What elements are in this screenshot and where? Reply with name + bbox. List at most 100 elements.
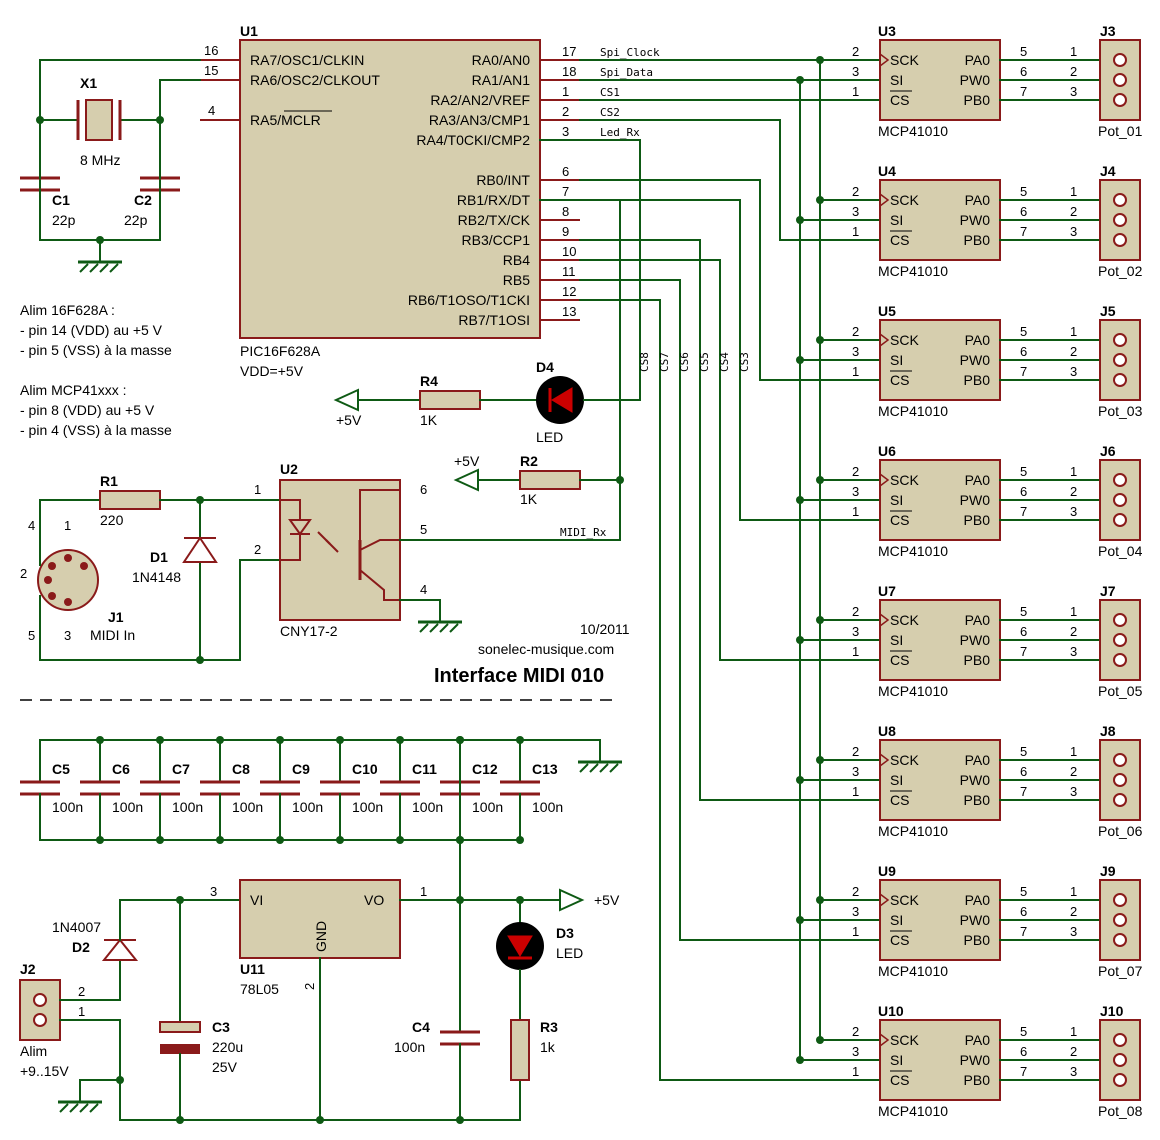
u11-ref: U11 bbox=[240, 961, 265, 977]
mcp-pin-pa0: PA0 bbox=[965, 472, 991, 488]
pot-connector-ref: J4 bbox=[1100, 163, 1116, 179]
mcp-pin-pa0: PA0 bbox=[965, 52, 991, 68]
net-midi-rx: MIDI_Rx bbox=[560, 526, 607, 539]
pot-pin-num: 3 bbox=[1070, 1064, 1077, 1079]
mcp-part: MCP41010 bbox=[878, 963, 948, 979]
mcp-pin-num: 1 bbox=[852, 364, 859, 379]
bypass-cap-ref: C13 bbox=[532, 761, 558, 777]
c2-value: 22p bbox=[124, 212, 148, 228]
c3-voltage: 25V bbox=[212, 1059, 238, 1075]
mcp-pin-num: 1 bbox=[852, 644, 859, 659]
mcp-pin-num: 1 bbox=[852, 504, 859, 519]
u1-pin-number: 6 bbox=[562, 164, 569, 179]
bypass-cap-value: 100n bbox=[112, 799, 143, 815]
pot-pin-num: 1 bbox=[1070, 44, 1077, 59]
c3-value: 220u bbox=[212, 1039, 243, 1055]
credit-date: 10/2011 bbox=[580, 621, 630, 637]
j2-pin: 2 bbox=[78, 984, 85, 999]
mcp-pin-pb0: PB0 bbox=[964, 512, 991, 528]
pot-label: Pot_07 bbox=[1098, 963, 1143, 979]
mcp-pin-pw0: PW0 bbox=[960, 632, 991, 648]
net-cs1: CS1 bbox=[600, 86, 620, 99]
pot-pin-num: 1 bbox=[1070, 1024, 1077, 1039]
j2-ref: J2 bbox=[20, 961, 36, 977]
c1-value: 22p bbox=[52, 212, 76, 228]
u1-pic16f628a: U1 PIC16F628A VDD=+5V RA7/OSC1/CLKIN RA6… bbox=[200, 23, 580, 379]
r4-supply-label: +5V bbox=[336, 412, 362, 428]
mcp-pin-num: 3 bbox=[852, 624, 859, 639]
pot-pin-num: 1 bbox=[1070, 604, 1077, 619]
mcp-part: MCP41010 bbox=[878, 823, 948, 839]
mcp-pin-num: 7 bbox=[1020, 364, 1027, 379]
j1-value: MIDI In bbox=[90, 627, 135, 643]
mcp-pin-pw0: PW0 bbox=[960, 772, 991, 788]
pot-pin-num: 3 bbox=[1070, 364, 1077, 379]
mcp-ref: U10 bbox=[878, 1003, 904, 1019]
pot-connector-ref: J8 bbox=[1100, 723, 1116, 739]
mcp-pin-num: 6 bbox=[1020, 64, 1027, 79]
u2-ref: U2 bbox=[280, 461, 298, 477]
bypass-cap-value: 100n bbox=[532, 799, 563, 815]
u11-output-label: +5V bbox=[594, 892, 620, 908]
r1-ref: R1 bbox=[100, 473, 118, 489]
u1-pin-label: RA2/AN2/VREF bbox=[430, 92, 530, 108]
bypass-cap-value: 100n bbox=[472, 799, 503, 815]
r4-value: 1K bbox=[420, 412, 438, 428]
pot-label: Pot_02 bbox=[1098, 263, 1143, 279]
power-notes: Alim 16F628A : - pin 14 (VDD) au +5 V - … bbox=[20, 302, 172, 438]
pot-connector-ref: J7 bbox=[1100, 583, 1116, 599]
mcp-pin-num: 3 bbox=[852, 1044, 859, 1059]
pot-pin-num: 1 bbox=[1070, 744, 1077, 759]
mcp-pin-pb0: PB0 bbox=[964, 232, 991, 248]
mcp-pin-sck: SCK bbox=[890, 1032, 919, 1048]
mcp-pin-num: 3 bbox=[852, 344, 859, 359]
u1-pin-number: 17 bbox=[562, 44, 576, 59]
u2-pin: 6 bbox=[420, 482, 427, 497]
mcp-pin-num: 2 bbox=[852, 604, 859, 619]
u1-pin-label: RB0/INT bbox=[476, 172, 530, 188]
c4-ref: C4 bbox=[412, 1019, 430, 1035]
mcp-pin-num: 6 bbox=[1020, 904, 1027, 919]
r3-value: 1k bbox=[540, 1039, 556, 1055]
mcp-pin-num: 3 bbox=[852, 204, 859, 219]
mcp-pin-cs: CS bbox=[890, 932, 909, 948]
mcp-pin-cs: CS bbox=[890, 1072, 909, 1088]
u1-pin-label: RB4 bbox=[503, 252, 530, 268]
u11-pin: 2 bbox=[302, 983, 317, 990]
mcp-part: MCP41010 bbox=[878, 543, 948, 559]
j1-pin: 4 bbox=[28, 518, 35, 533]
note-line: - pin 14 (VDD) au +5 V bbox=[20, 322, 163, 338]
mcp-pin-num: 5 bbox=[1020, 744, 1027, 759]
mcp-pin-pa0: PA0 bbox=[965, 612, 991, 628]
mcp-ref: U7 bbox=[878, 583, 896, 599]
mcp-pin-num: 1 bbox=[852, 1064, 859, 1079]
bypass-cap-ref: C5 bbox=[52, 761, 70, 777]
mcp-pin-si: SI bbox=[890, 492, 903, 508]
mcp-pin-num: 1 bbox=[852, 224, 859, 239]
pot-connector-ref: J9 bbox=[1100, 863, 1116, 879]
pot-connector-ref: J6 bbox=[1100, 443, 1116, 459]
mcp-pin-num: 7 bbox=[1020, 644, 1027, 659]
u1-pin-number: 3 bbox=[562, 124, 569, 139]
u2-pin: 1 bbox=[254, 482, 261, 497]
mcp-pin-si: SI bbox=[890, 912, 903, 928]
mcp-pin-si: SI bbox=[890, 632, 903, 648]
j1-pin: 5 bbox=[28, 628, 35, 643]
pot-pin-num: 3 bbox=[1070, 924, 1077, 939]
u1-num-15: 15 bbox=[204, 63, 218, 78]
mcp-pin-num: 1 bbox=[852, 784, 859, 799]
pot-connector-ref: J5 bbox=[1100, 303, 1116, 319]
mcp-pin-num: 2 bbox=[852, 884, 859, 899]
bypass-cap-ref: C9 bbox=[292, 761, 310, 777]
mcp-pin-num: 2 bbox=[852, 44, 859, 59]
schematic-title: Interface MIDI 010 bbox=[434, 665, 604, 687]
d4-value: LED bbox=[536, 429, 563, 445]
u1-num-4: 4 bbox=[208, 103, 215, 118]
u1-pin-number: 1 bbox=[562, 84, 569, 99]
note-line: - pin 8 (VDD) au +5 V bbox=[20, 402, 155, 418]
